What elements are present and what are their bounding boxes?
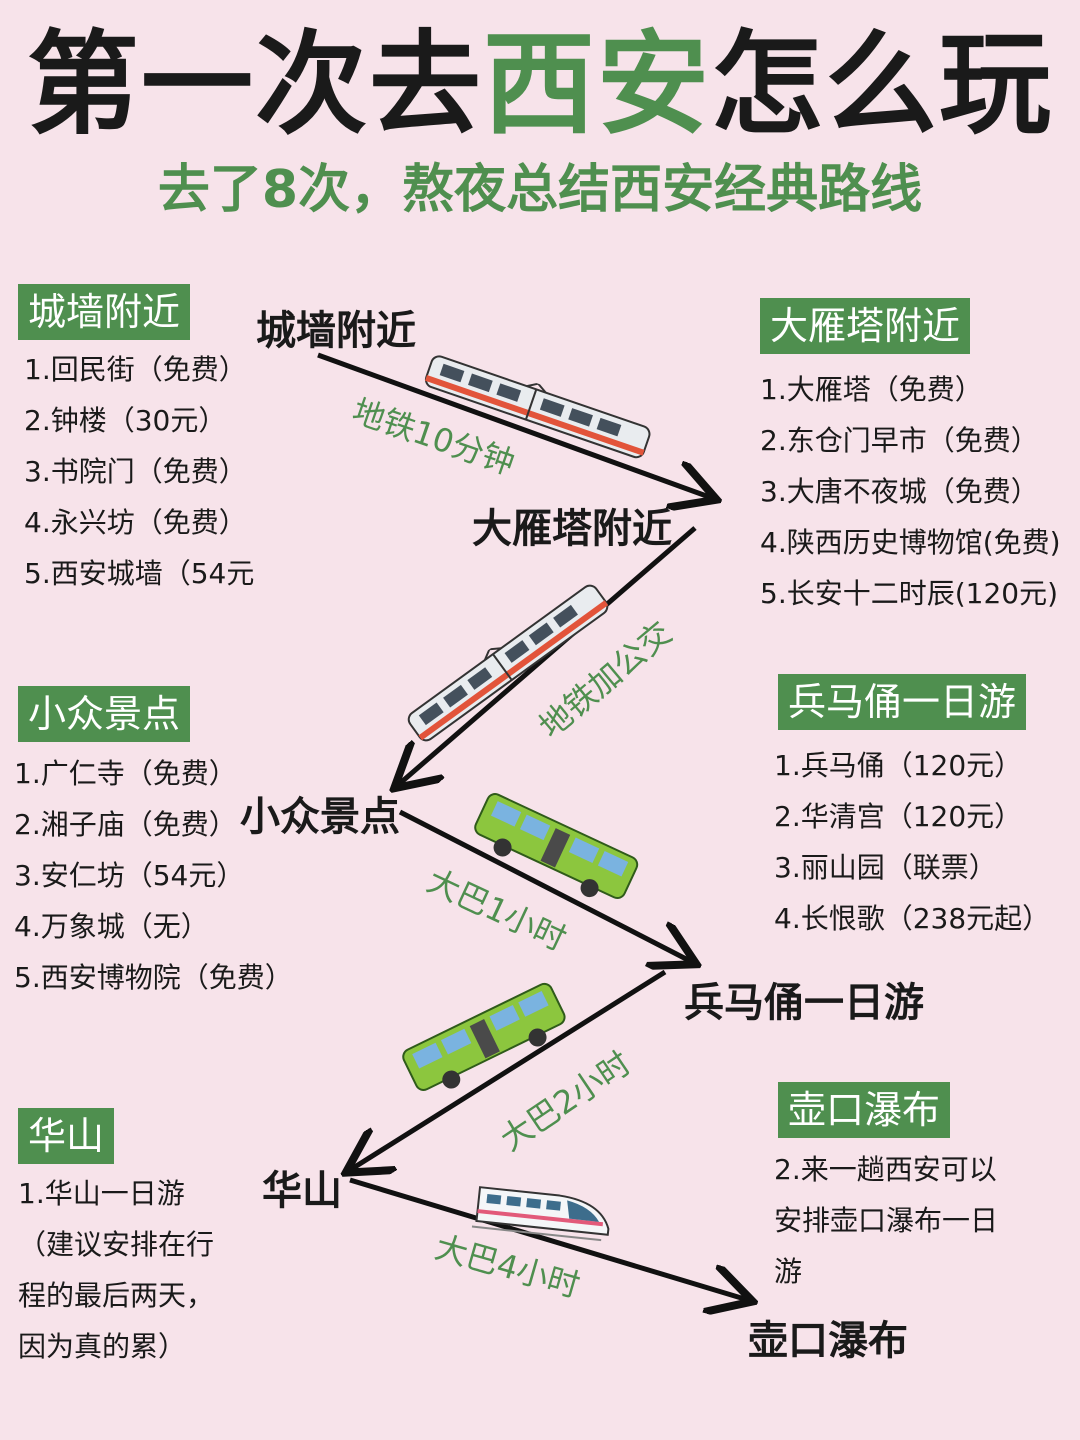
- list-item: 程的最后两天，: [18, 1279, 215, 1312]
- subway-train-icon: [424, 355, 651, 459]
- section-list-chengqiang: 1.回民街（免费） 2.钟楼（30元） 3.书院门（免费） 4.永兴坊（免费） …: [24, 344, 254, 599]
- list-item: 1.华山一日游: [18, 1177, 185, 1210]
- list-item: 3.安仁坊（54元）: [14, 859, 245, 892]
- list-item: 5.西安博物院（免费）: [14, 961, 293, 994]
- route-node-huashan: 华山: [262, 1168, 342, 1214]
- title-part1: 第一次去: [27, 20, 483, 150]
- section-list-dayanta: 1.大雁塔（免费） 2.东仓门早市（免费） 3.大唐不夜城（免费） 4.陕西历史…: [760, 364, 1061, 619]
- green-bus-icon: [474, 793, 639, 900]
- section-list-huashan: 1.华山一日游 （建议安排在行 程的最后两天， 因为真的累）: [18, 1168, 214, 1372]
- title-part2: 怎么玩: [711, 20, 1053, 150]
- section-list-hukou: 2.来一趟西安可以 安排壶口瀑布一日 游: [774, 1144, 998, 1297]
- list-item: 1.广仁寺（免费）: [14, 757, 237, 790]
- list-item: 4.长恨歌（238元起）: [774, 902, 1051, 935]
- page-subtitle: 去了8次，熬夜总结西安经典路线: [157, 160, 923, 220]
- section-tag-hukou: 壶口瀑布: [778, 1082, 951, 1138]
- route-leg-1-arrow: [317, 352, 712, 498]
- list-item: 2.湘子庙（免费）: [14, 808, 237, 841]
- list-item: 安排壶口瀑布一日: [774, 1204, 999, 1237]
- list-item: 1.大雁塔（免费）: [760, 373, 983, 406]
- list-item: 5.西安城墙（54元: [24, 557, 255, 590]
- list-item: 2.来一趟西安可以: [774, 1153, 997, 1186]
- section-list-xiaozhong: 1.广仁寺（免费） 2.湘子庙（免费） 3.安仁坊（54元） 4.万象城（无） …: [14, 748, 293, 1003]
- route-node-xiaozhong: 小众景点: [240, 794, 400, 840]
- subway-train-icon: [407, 584, 609, 742]
- list-item: 2.华清宫（120元）: [774, 800, 1023, 833]
- list-item: 4.陕西历史博物馆(免费): [760, 526, 1061, 559]
- section-tag-bingmayong: 兵马俑一日游: [778, 674, 1027, 730]
- route-node-hukou: 壶口瀑布: [748, 1318, 908, 1364]
- section-tag-huashan: 华山: [18, 1108, 115, 1164]
- route-leg-2-arrow: [398, 526, 697, 785]
- section-tag-xiaozhong: 小众景点: [18, 686, 191, 742]
- list-item: 因为真的累）: [18, 1330, 187, 1363]
- list-item: 2.钟楼（30元）: [24, 404, 227, 437]
- list-item: 4.万象城（无）: [14, 910, 209, 943]
- section-list-bingmayong: 1.兵马俑（120元） 2.华清宫（120元） 3.丽山园（联票） 4.长恨歌（…: [774, 740, 1050, 944]
- list-item: 1.回民街（免费）: [24, 353, 247, 386]
- page-title: 第一次去西安怎么玩: [0, 20, 1080, 150]
- list-item: 3.大唐不夜城（免费）: [760, 475, 1039, 508]
- list-item: 4.永兴坊（免费）: [24, 506, 247, 539]
- green-bus-icon: [402, 982, 566, 1091]
- section-tag-chengqiang: 城墙附近: [18, 284, 191, 340]
- route-node-bingmayong: 兵马俑一日游: [684, 980, 924, 1026]
- list-item: 1.兵马俑（120元）: [774, 749, 1023, 782]
- list-item: （建议安排在行: [18, 1228, 215, 1261]
- list-item: 2.东仓门早市（免费）: [760, 424, 1039, 457]
- list-item: 5.长安十二时辰(120元): [760, 577, 1059, 610]
- list-item: 游: [774, 1255, 803, 1288]
- list-item: 3.丽山园（联票）: [774, 851, 997, 884]
- list-item: 3.书院门（免费）: [24, 455, 247, 488]
- route-leg-4-arrow: [350, 969, 667, 1170]
- route-node-chengqiang: 城墙附近: [256, 308, 416, 354]
- high-speed-train-icon: [471, 1186, 610, 1242]
- section-tag-dayanta: 大雁塔附近: [760, 298, 971, 354]
- route-leg-3-arrow: [398, 809, 692, 962]
- route-leg-5-arrow: [349, 1177, 748, 1300]
- title-highlight: 西安: [483, 20, 711, 150]
- route-node-dayanta: 大雁塔附近: [472, 506, 672, 552]
